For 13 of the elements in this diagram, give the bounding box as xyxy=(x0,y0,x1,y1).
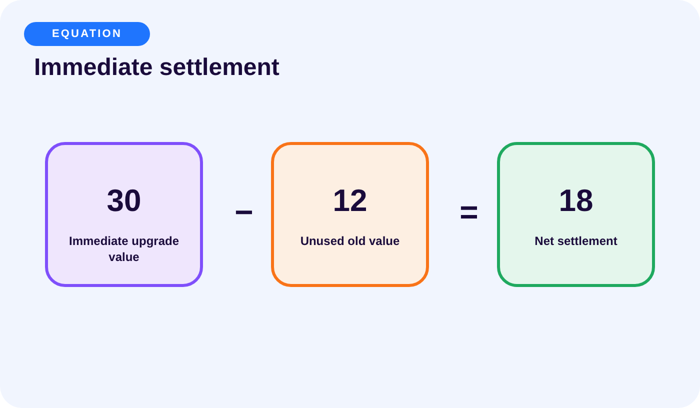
equation-badge: EQUATION xyxy=(24,22,150,46)
value-number: 12 xyxy=(332,183,368,219)
value-number: 30 xyxy=(106,183,142,219)
value-caption: Unused old value xyxy=(299,233,401,249)
value-card xyxy=(497,142,655,287)
operator-sign: − xyxy=(234,194,254,230)
value-number: 18 xyxy=(558,183,594,219)
operator-sign: = xyxy=(458,194,480,230)
title-heading: Immediate settlement xyxy=(34,54,280,82)
value-caption: Immediate upgrade value xyxy=(68,233,180,265)
value-card xyxy=(45,142,203,287)
value-caption: Net settlement xyxy=(534,233,618,249)
value-card xyxy=(271,142,429,287)
